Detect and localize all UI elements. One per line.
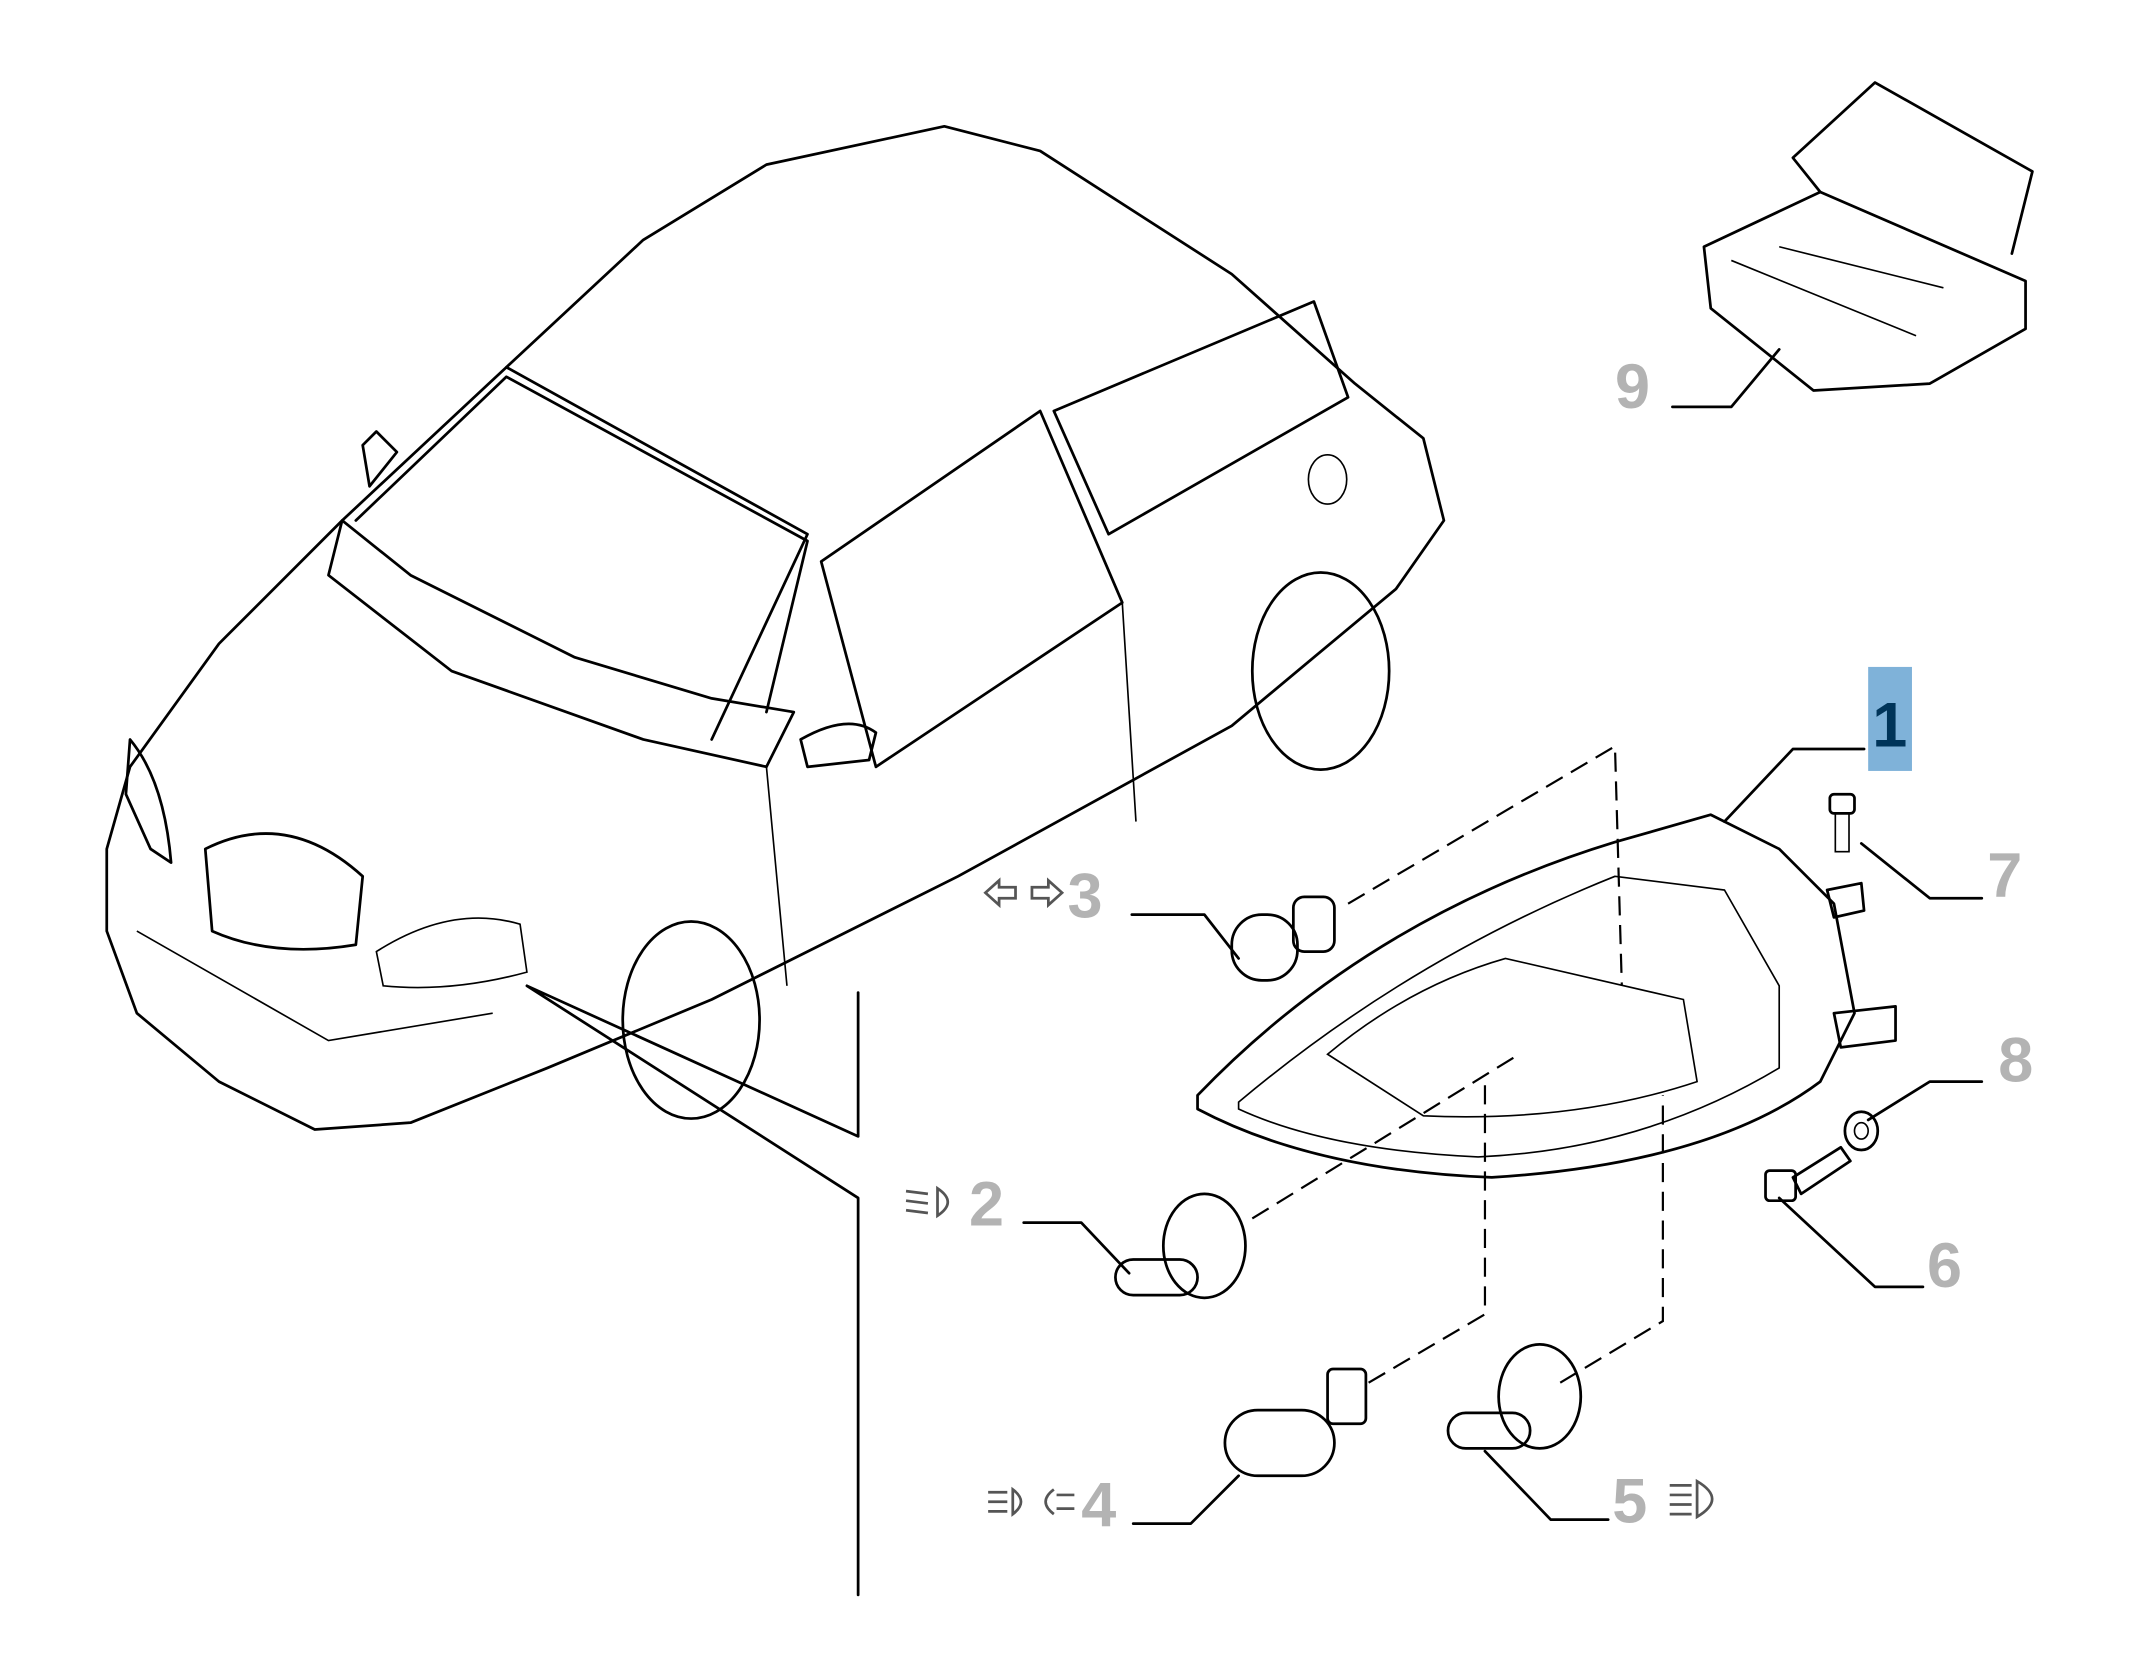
car-illustration bbox=[105, 124, 1446, 1131]
bolt-6 bbox=[1764, 1145, 1852, 1203]
bulb-4 bbox=[1223, 1367, 1368, 1478]
headlamp-part bbox=[1196, 813, 1897, 1179]
screw-7 bbox=[1828, 792, 1856, 853]
bulb-2 bbox=[1114, 1192, 1247, 1300]
high-beam-icon bbox=[1669, 1478, 1714, 1520]
part-label-6[interactable]: 6 bbox=[1927, 1231, 1962, 1301]
bulb-5 bbox=[1446, 1343, 1583, 1450]
part-label-2[interactable]: 2 bbox=[969, 1169, 1004, 1239]
part-label-8[interactable]: 8 bbox=[1998, 1026, 2033, 1096]
callout-lines bbox=[525, 984, 860, 1597]
bulb-3 bbox=[1230, 895, 1336, 982]
part-label-7[interactable]: 7 bbox=[1987, 841, 2022, 911]
assembly-lines bbox=[1251, 744, 1664, 1384]
side-light-icon bbox=[988, 1486, 1075, 1517]
part-label-1[interactable]: 1 bbox=[1872, 690, 1907, 760]
bulb-kit-box bbox=[1702, 81, 2034, 392]
part-1-highlight bbox=[1868, 666, 1912, 771]
turn-indicator-icon bbox=[983, 877, 1065, 909]
part-label-5[interactable]: 5 bbox=[1612, 1466, 1647, 1536]
low-beam-icon bbox=[905, 1185, 950, 1219]
part-label-4[interactable]: 4 bbox=[1081, 1470, 1116, 1540]
part-label-9[interactable]: 9 bbox=[1615, 352, 1650, 422]
leader-lines bbox=[1022, 348, 1984, 1526]
washer-8 bbox=[1843, 1110, 1880, 1152]
part-label-3[interactable]: 3 bbox=[1068, 861, 1103, 931]
